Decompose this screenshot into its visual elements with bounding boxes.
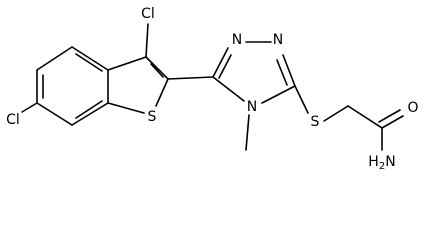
bond	[218, 54, 232, 79]
bond	[150, 63, 164, 78]
chlorine-atom-label: Cl	[6, 112, 20, 128]
sulfur-atom-label: S	[148, 109, 157, 125]
bond	[323, 105, 349, 122]
bond	[261, 85, 296, 104]
bond	[71, 102, 109, 126]
nitrogen-atom-label: N	[247, 99, 257, 115]
bond	[155, 78, 169, 107]
chlorine-atom-label: Cl	[141, 6, 155, 22]
bond	[75, 100, 103, 119]
bond	[276, 59, 288, 86]
bond	[294, 85, 309, 114]
bond	[347, 105, 383, 129]
bond	[282, 54, 296, 87]
structure-svg: Cl Cl S N N N S O H2N	[6, 6, 418, 172]
amine-group-label: H2N	[368, 154, 395, 172]
bond	[167, 76, 214, 80]
bond	[36, 46, 73, 71]
atom-label-layer: Cl Cl S N N N S O H2N	[6, 6, 418, 172]
bond	[378, 109, 401, 123]
bond	[245, 114, 250, 151]
bond	[107, 102, 145, 114]
nitrogen-atom-label: N	[273, 32, 283, 48]
bond	[381, 115, 404, 129]
bond	[75, 53, 103, 72]
molecule-structure: Cl Cl S N N N S O H2N	[6, 6, 418, 172]
bond	[107, 56, 147, 71]
bond	[21, 102, 38, 113]
bond	[145, 23, 149, 58]
bond	[36, 102, 73, 126]
bond	[212, 76, 245, 102]
bond	[145, 56, 169, 80]
nitrogen-atom-label: N	[232, 32, 242, 48]
bond	[71, 46, 109, 71]
bond	[212, 47, 229, 78]
bond-layer	[21, 23, 404, 151]
sulfur-atom-label: S	[311, 114, 320, 130]
oxygen-atom-label: O	[407, 100, 418, 116]
